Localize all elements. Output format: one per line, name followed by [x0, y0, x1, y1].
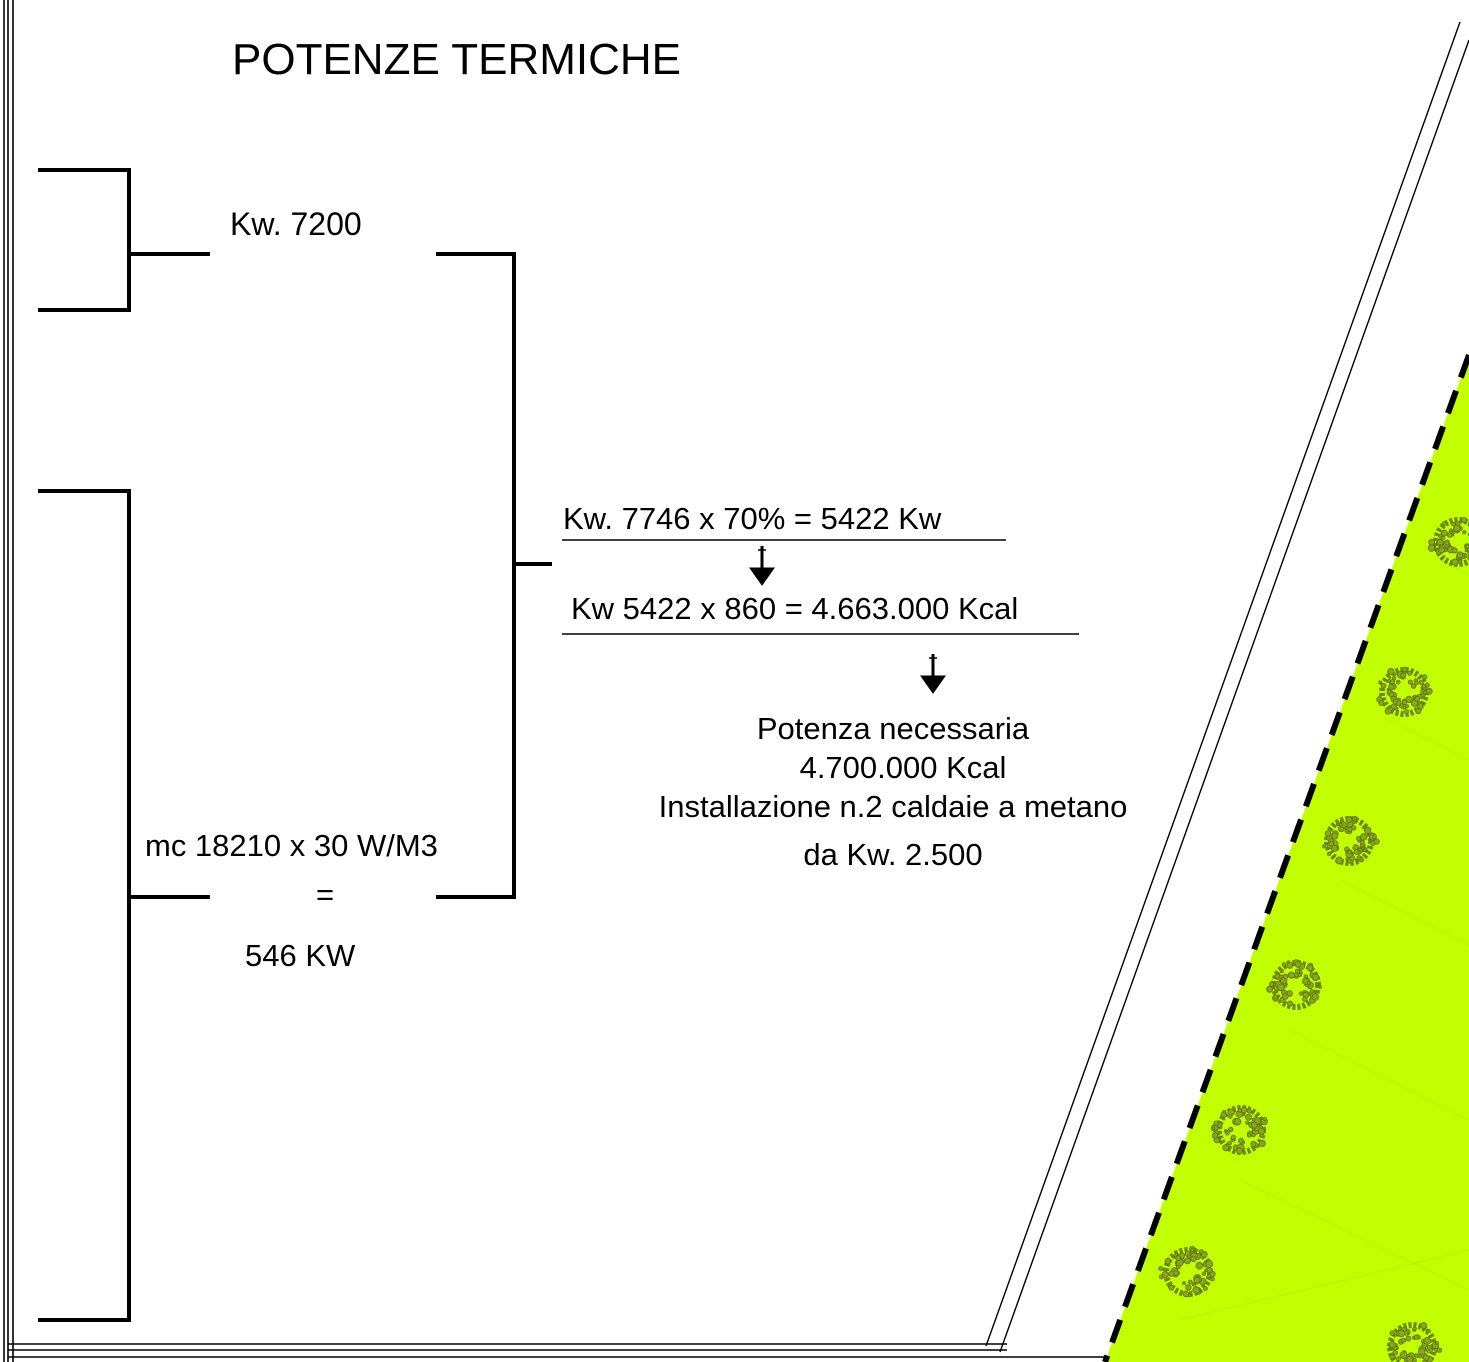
bottom-formula: mc 18210 x 30 W/M3 — [145, 828, 438, 863]
tree-symbol-icon — [1158, 1245, 1216, 1298]
tree-symbol-icon — [1266, 959, 1322, 1010]
diagonal-boundary-lines — [985, 21, 1469, 1353]
bracket-bottom-left — [38, 489, 210, 1322]
bottom-power-value: 546 KW — [245, 938, 356, 973]
page-title: POTENZE TERMICHE — [232, 35, 682, 84]
calculation-line-2: Kw 5422 x 860 = 4.663.000 Kcal — [571, 591, 1019, 626]
tree-symbols — [1158, 517, 1469, 1362]
bracket-top-left — [38, 168, 210, 312]
arrow-down-icon — [920, 654, 946, 694]
calculation-line-1: Kw. 7746 x 70% = 5422 Kw — [563, 501, 942, 536]
result-line-1: Potenza necessaria — [756, 711, 1030, 746]
result-line-3: Installazione n.2 caldaie a metano — [658, 789, 1128, 824]
green-area-hatch — [1179, 559, 1469, 1321]
result-line-2: 4.700.000 Kcal — [799, 750, 1007, 785]
tree-symbol-icon — [1376, 666, 1433, 717]
tree-symbol-icon — [1387, 1322, 1443, 1362]
result-block: Potenza necessaria 4.700.000 Kcal Instal… — [593, 709, 1193, 874]
dashed-boundary-line — [1102, 353, 1469, 1362]
bottom-equals: = — [316, 877, 335, 912]
sheet-border-left — [3, 0, 14, 1362]
tree-symbol-icon — [1322, 815, 1380, 866]
tree-symbol-icon — [1211, 1105, 1268, 1155]
arrow-down-icon — [749, 546, 775, 586]
bracket-right — [436, 252, 552, 899]
result-line-4: da Kw. 2.500 — [803, 837, 983, 872]
tree-symbol-icon — [1427, 517, 1469, 567]
top-power-value: Kw. 7200 — [230, 206, 362, 242]
